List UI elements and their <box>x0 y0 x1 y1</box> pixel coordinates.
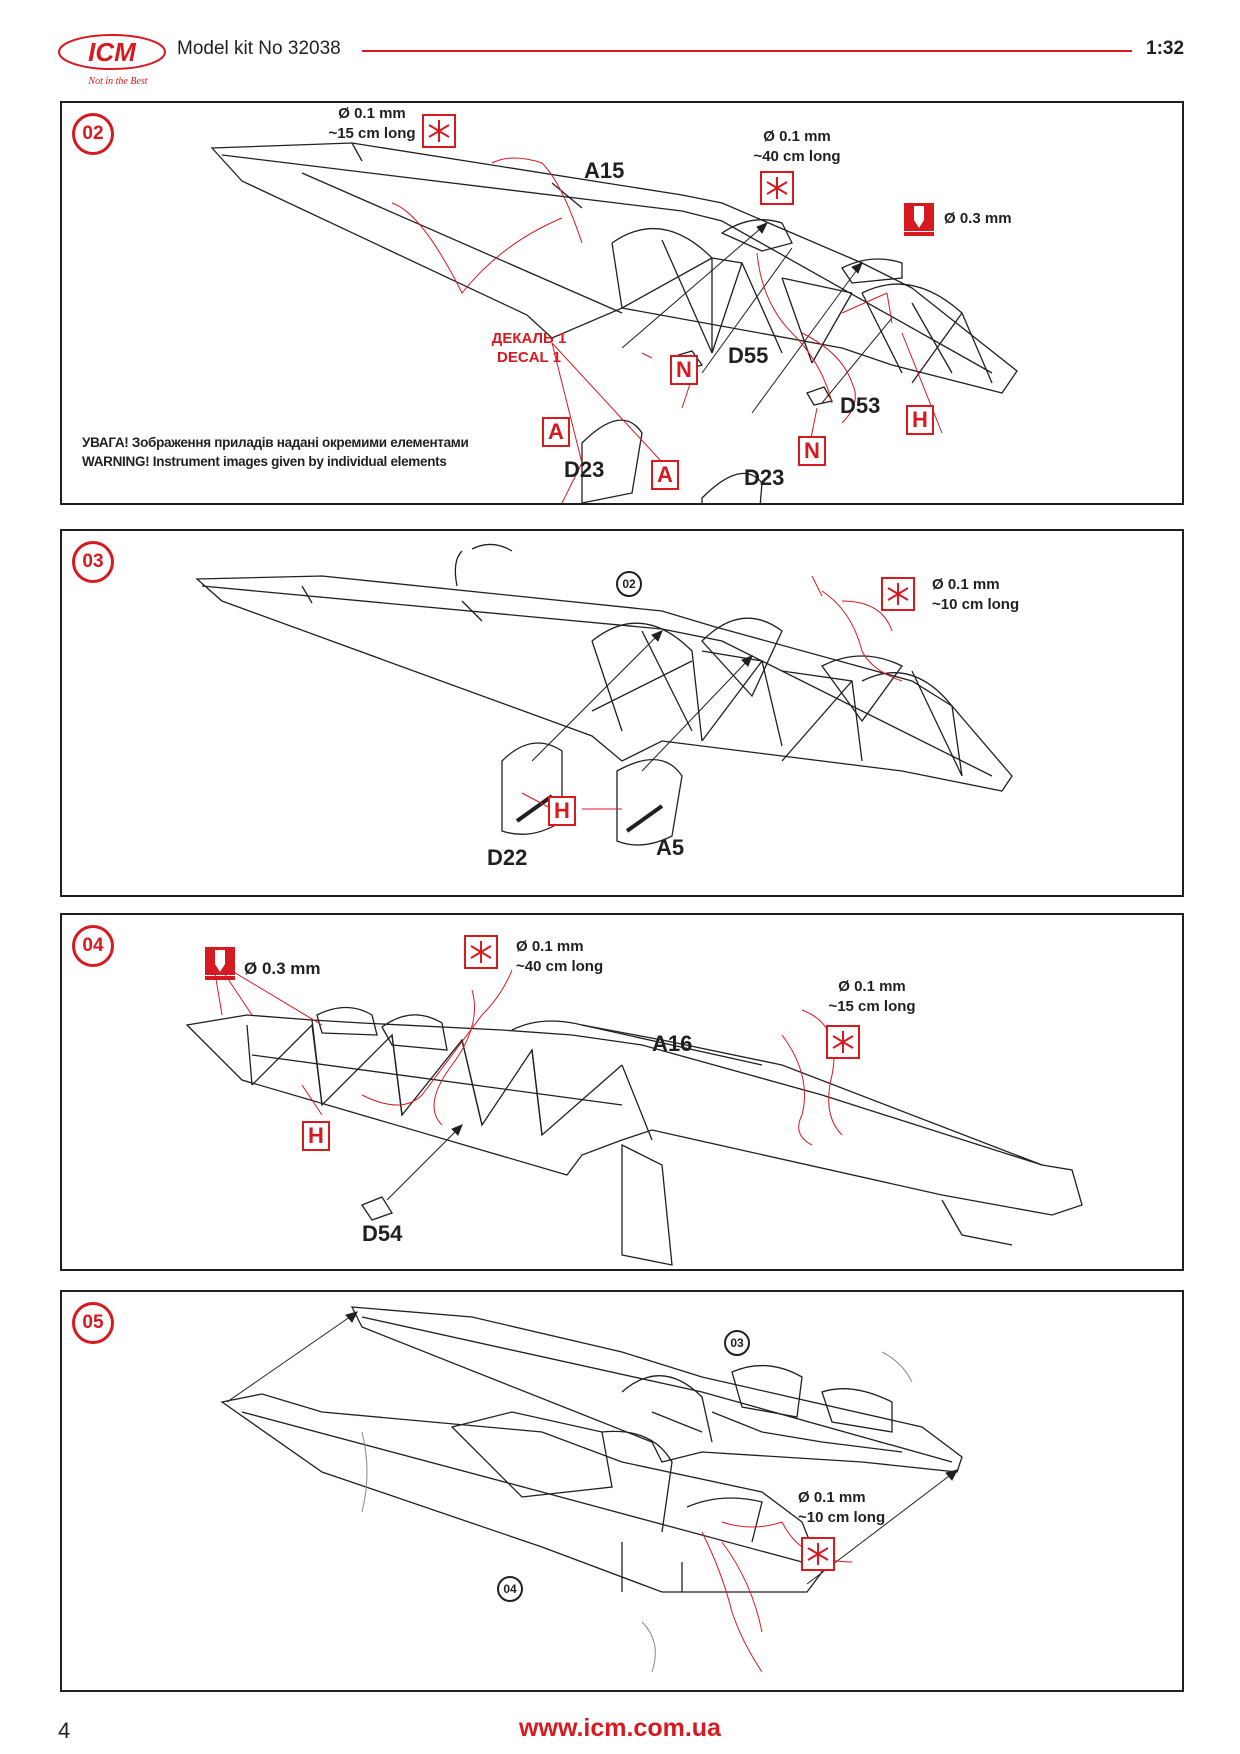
marker-a: A <box>651 460 679 490</box>
marker-a: A <box>542 417 570 447</box>
drill-spec: Ø 0.3 mm <box>244 959 321 978</box>
part-label-d23: D23 <box>744 465 785 490</box>
step-03-panel: 03 <box>60 529 1184 897</box>
wire-spec-2: Ø 0.1 mm ~40 cm long <box>722 127 872 167</box>
decal-label: ДЕКАЛЬ 1 DECAL 1 <box>474 329 584 367</box>
marker-h: H <box>548 796 576 826</box>
step-reference: 02 <box>616 571 642 597</box>
part-label-d22: D22 <box>487 845 528 870</box>
part-label-d55: D55 <box>728 343 769 368</box>
step-02-panel: 02 <box>60 101 1184 505</box>
wire-spec: Ø 0.1 mm ~10 cm long <box>932 575 1019 615</box>
part-label-d23: D23 <box>564 457 605 482</box>
part-label-a15: A15 <box>584 158 625 183</box>
wire-length: ~15 cm long <box>828 998 916 1015</box>
step-02-illustration <box>210 142 1018 503</box>
part-label-d54: D54 <box>362 1221 403 1246</box>
icm-logo: ICM Not in the Best <box>56 30 168 90</box>
header-divider <box>362 50 1132 52</box>
rigging-wire-icon <box>826 1025 860 1059</box>
part-label-a16: A16 <box>652 1031 693 1056</box>
step-number-badge: 02 <box>72 113 114 155</box>
logo-tagline: Not in the Best <box>87 76 147 87</box>
warning-en: WARNING! Instrument images given by indi… <box>82 454 447 469</box>
drill-hole-icon <box>203 945 237 981</box>
wire-length: ~15 cm long <box>328 125 416 142</box>
wire-diameter: Ø 0.1 mm <box>838 978 906 995</box>
wire-length: ~10 cm long <box>798 1509 886 1526</box>
wire-diameter: Ø 0.1 mm <box>516 938 584 955</box>
rigging-wire-icon <box>760 171 794 205</box>
drill-spec: Ø 0.3 mm <box>944 210 1012 227</box>
drill-hole-icon <box>902 201 936 237</box>
rigging-wire-icon <box>464 935 498 969</box>
warning-text: УВАГА! Зображення приладів надані окреми… <box>82 433 522 471</box>
step-reference: 04 <box>497 1576 523 1602</box>
marker-h: H <box>906 405 934 435</box>
wire-length: ~40 cm long <box>516 958 604 975</box>
wire-length: ~40 cm long <box>753 148 841 165</box>
rigging-wire-icon <box>881 577 915 611</box>
step-04-panel: 04 <box>60 913 1184 1271</box>
wire-diameter: Ø 0.1 mm <box>763 128 831 145</box>
decal-label-ua: ДЕКАЛЬ 1 <box>491 330 567 347</box>
part-label-d53: D53 <box>840 393 881 418</box>
website-link[interactable]: www.icm.com.ua <box>519 1714 721 1742</box>
step-05-illustration <box>220 1306 963 1673</box>
wire-diameter: Ø 0.1 mm <box>932 576 1000 593</box>
wire-diameter: Ø 0.1 mm <box>798 1489 866 1506</box>
page-title: Model kit No 32038 <box>177 38 341 59</box>
part-label-a5: A5 <box>656 835 685 860</box>
rigging-wire-icon <box>422 114 456 148</box>
marker-n: N <box>670 355 698 385</box>
step-number-badge: 03 <box>72 541 114 583</box>
rigging-wire-icon <box>801 1537 835 1571</box>
wire-spec-1: Ø 0.1 mm ~15 cm long <box>302 104 442 144</box>
scale-label: 1:32 <box>1146 38 1185 59</box>
logo-text: ICM <box>88 37 137 67</box>
page-number: 4 <box>58 1718 71 1743</box>
step-number-badge: 04 <box>72 925 114 967</box>
step-05-panel: 05 <box>60 1290 1184 1692</box>
wire-spec: Ø 0.1 mm ~15 cm long <box>802 977 942 1017</box>
warning-ua: УВАГА! Зображення приладів надані окреми… <box>82 435 469 450</box>
wire-diameter: Ø 0.1 mm <box>338 105 406 122</box>
step-reference: 03 <box>724 1330 750 1356</box>
wire-length: ~10 cm long <box>932 596 1020 613</box>
wire-spec: Ø 0.1 mm ~10 cm long <box>798 1488 885 1528</box>
step-04-illustration <box>185 954 1083 1266</box>
step-number-badge: 05 <box>72 1302 114 1344</box>
marker-n: N <box>798 436 826 466</box>
wire-spec: Ø 0.1 mm ~40 cm long <box>516 937 603 977</box>
decal-label-en: DECAL 1 <box>497 349 561 366</box>
marker-h: H <box>302 1121 330 1151</box>
